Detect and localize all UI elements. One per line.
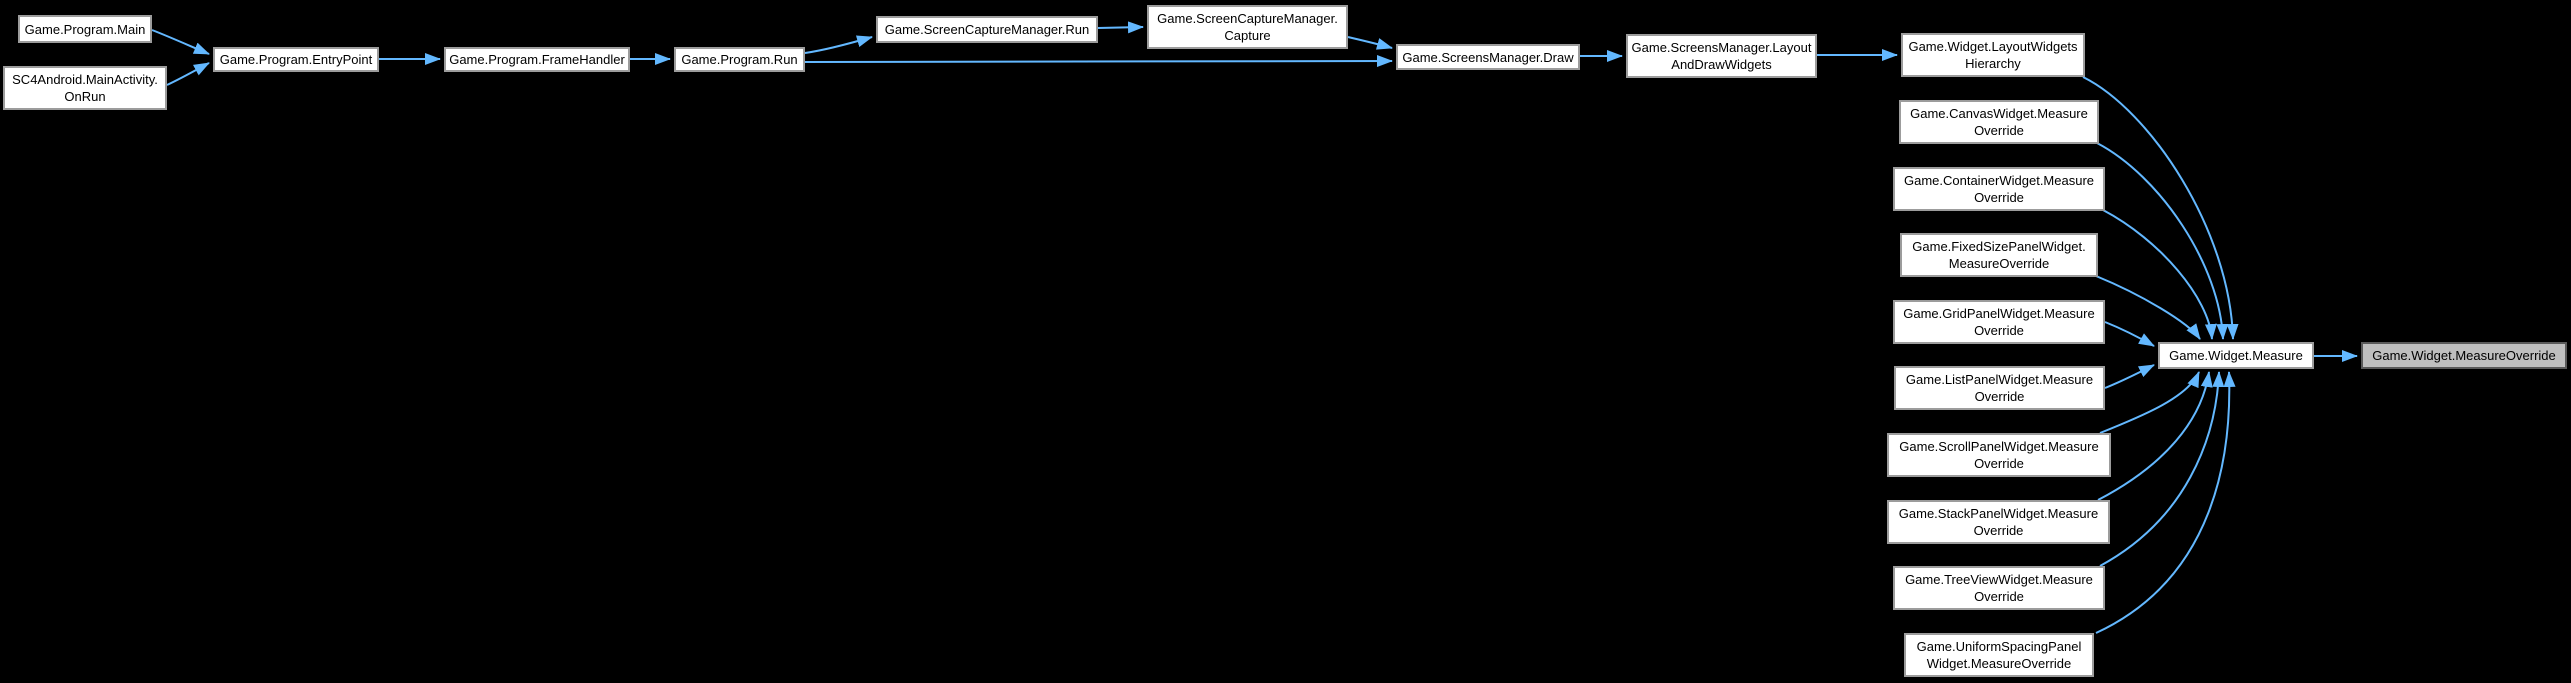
graph-node-scrollpanelwidget[interactable]: Game.ScrollPanelWidget.Measure Override xyxy=(1887,433,2111,477)
graph-node-fixedsizepanelwidget[interactable]: Game.FixedSizePanelWidget. MeasureOverri… xyxy=(1900,233,2098,277)
call-edge-onrun-to-entrypoint xyxy=(166,62,210,86)
call-edge-listpanelwidget-to-widget-measure xyxy=(2104,364,2155,389)
call-edge-stackpanelwidget-to-widget-measure xyxy=(2097,371,2213,501)
call-edge-run-to-screensmanager-draw xyxy=(804,55,1393,68)
call-edge-treeviewwidget-to-widget-measure xyxy=(2099,371,2225,567)
graph-node-main[interactable]: Game.Program.Main xyxy=(18,15,152,43)
call-edge-screencapture-run-to-screencapture-capture xyxy=(1097,21,1144,34)
call-edge-scrollpanelwidget-to-widget-measure xyxy=(2099,371,2200,434)
graph-node-canvaswidget[interactable]: Game.CanvasWidget.Measure Override xyxy=(1899,100,2099,144)
call-edge-run-to-screencapture-run xyxy=(804,35,873,54)
graph-node-stackpanelwidget[interactable]: Game.StackPanelWidget.Measure Override xyxy=(1887,500,2110,544)
call-edge-main-to-entrypoint xyxy=(151,29,210,55)
graph-node-gridpanelwidget[interactable]: Game.GridPanelWidget.Measure Override xyxy=(1893,300,2105,344)
graph-node-framehandler[interactable]: Game.Program.FrameHandler xyxy=(444,47,630,72)
graph-node-entrypoint[interactable]: Game.Program.EntryPoint xyxy=(213,47,379,72)
graph-node-containerwidget[interactable]: Game.ContainerWidget.Measure Override xyxy=(1893,167,2105,211)
graph-node-widget-measure[interactable]: Game.Widget.Measure xyxy=(2158,342,2314,369)
graph-node-screensmanager-draw[interactable]: Game.ScreensManager.Draw xyxy=(1396,44,1580,70)
call-edge-screencapture-capture-to-screensmanager-draw xyxy=(1347,36,1393,50)
graph-node-run[interactable]: Game.Program.Run xyxy=(674,47,805,72)
graph-node-onrun[interactable]: SC4Android.MainActivity. OnRun xyxy=(3,66,167,110)
call-edge-widget-layoutwidgets-to-widget-measure xyxy=(2082,76,2239,340)
call-edge-fixedsizepanelwidget-to-widget-measure xyxy=(2095,275,2201,340)
graph-node-screensmanager-layout[interactable]: Game.ScreensManager.Layout AndDrawWidget… xyxy=(1626,34,1817,78)
call-edge-gridpanelwidget-to-widget-measure xyxy=(2104,321,2155,347)
graph-node-screencapture-capture[interactable]: Game.ScreenCaptureManager. Capture xyxy=(1147,5,1348,49)
call-edge-canvaswidget-to-widget-measure xyxy=(2096,142,2229,340)
graph-node-widget-measureoverride[interactable]: Game.Widget.MeasureOverride xyxy=(2361,342,2567,369)
graph-node-screencapture-run[interactable]: Game.ScreenCaptureManager.Run xyxy=(876,16,1098,43)
graph-node-uniformspacingpanel[interactable]: Game.UniformSpacingPanel Widget.MeasureO… xyxy=(1904,633,2094,677)
graph-node-treeviewwidget[interactable]: Game.TreeViewWidget.Measure Override xyxy=(1893,566,2105,610)
graph-node-listpanelwidget[interactable]: Game.ListPanelWidget.Measure Override xyxy=(1894,366,2105,410)
call-edge-uniformspacingpanel-to-widget-measure xyxy=(2095,371,2236,634)
graph-node-widget-layoutwidgets[interactable]: Game.Widget.LayoutWidgets Hierarchy xyxy=(1901,33,2085,77)
call-edge-containerwidget-to-widget-measure xyxy=(2102,209,2217,340)
